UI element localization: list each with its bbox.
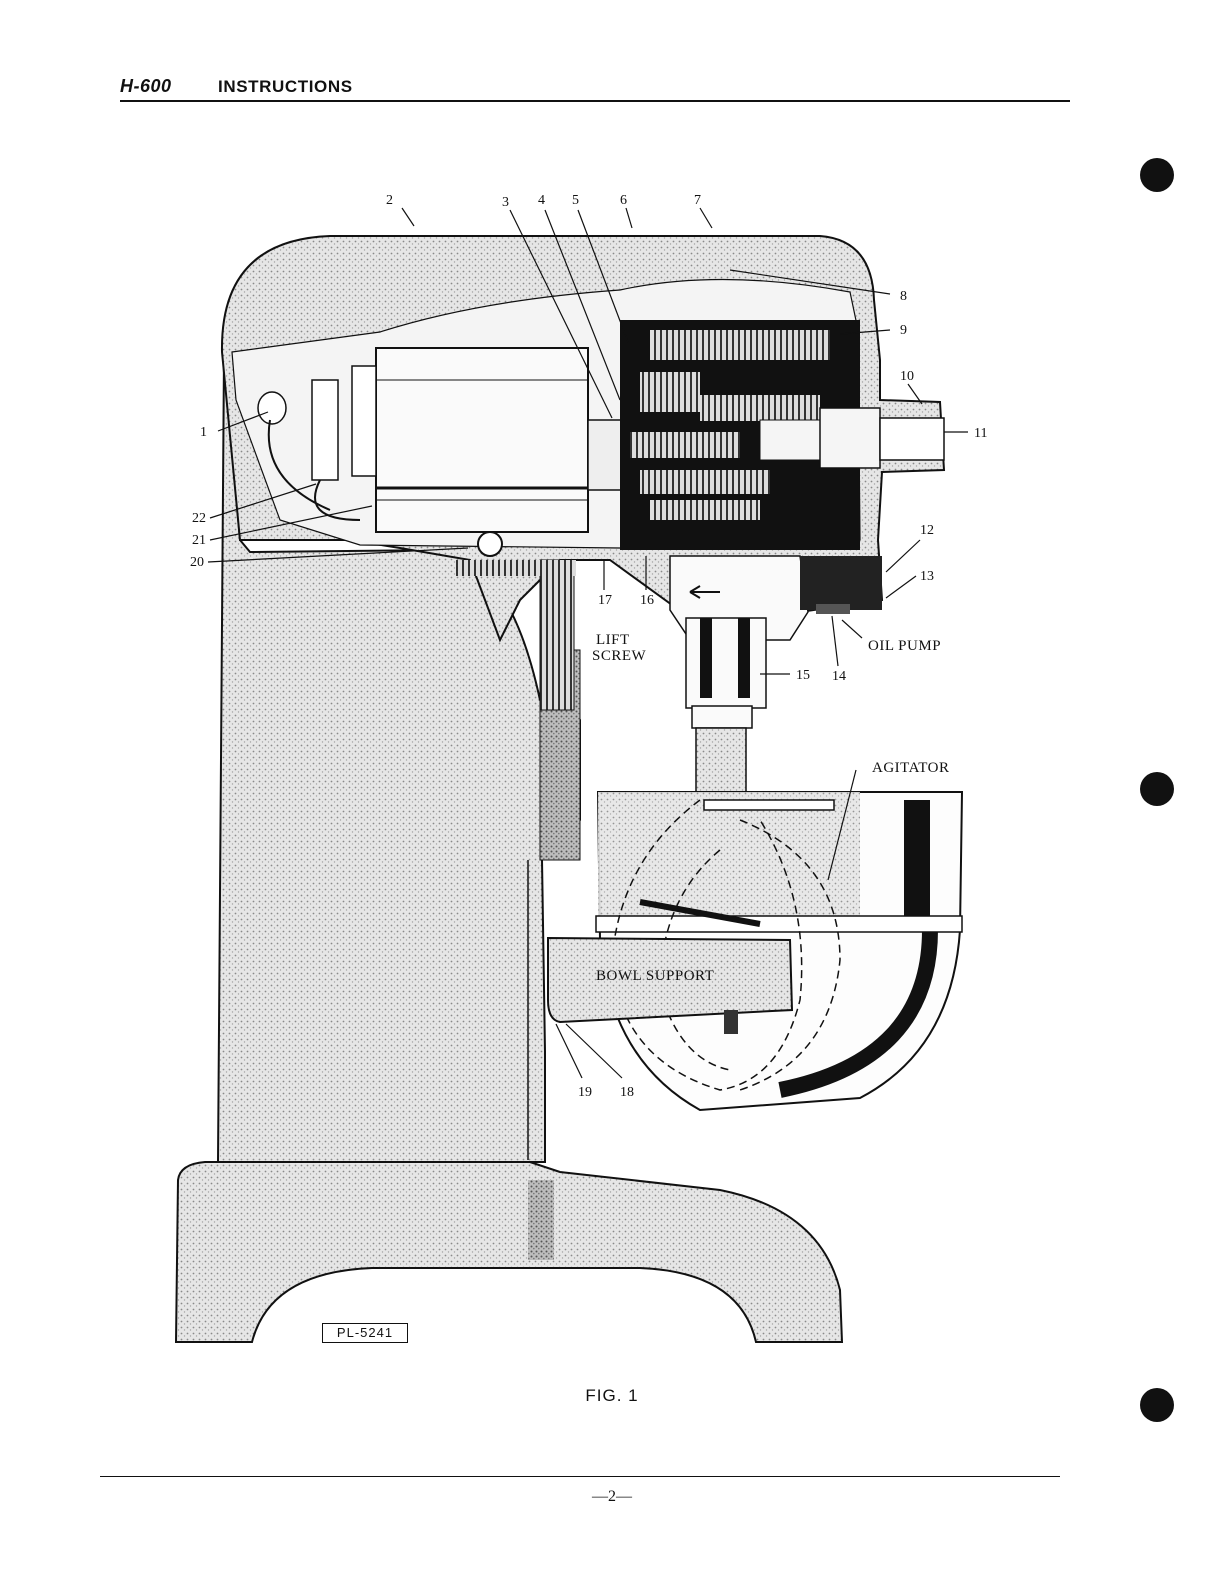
label-oil-pump: OIL PUMP <box>868 638 941 654</box>
gear-transmission <box>620 320 944 550</box>
callout-9: 9 <box>900 323 907 338</box>
callout-4: 4 <box>538 193 545 208</box>
label-lift-screw-2: SCREW <box>592 648 647 664</box>
beater-crossbar <box>704 800 834 810</box>
callout-19: 19 <box>578 1085 592 1100</box>
callout-20: 20 <box>190 555 204 570</box>
plate-id: PL-5241 <box>322 1323 408 1343</box>
page-number: —2— <box>0 1488 1224 1506</box>
callout-10: 10 <box>900 369 914 384</box>
callout-3: 3 <box>502 195 509 210</box>
callout-7: 7 <box>694 193 701 208</box>
callout-11: 11 <box>974 426 987 441</box>
callout-6: 6 <box>620 193 627 208</box>
callout-18: 18 <box>620 1085 634 1100</box>
callout-13: 13 <box>920 569 934 584</box>
motor <box>352 348 628 532</box>
figure-caption: FIG. 1 <box>0 1386 1224 1406</box>
callout-22: 22 <box>192 511 206 526</box>
callout-14: 14 <box>832 669 846 684</box>
footer-rule <box>100 1476 1060 1477</box>
label-lift-screw-1: LIFT <box>596 632 630 648</box>
callout-8: 8 <box>900 289 907 304</box>
agitator-shaft <box>686 618 766 792</box>
label-agitator: AGITATOR <box>872 760 950 776</box>
mixer-base <box>176 1162 842 1342</box>
callout-5: 5 <box>572 193 579 208</box>
callout-15: 15 <box>796 668 810 683</box>
callout-1: 1 <box>200 425 207 440</box>
callout-17: 17 <box>598 593 612 608</box>
label-bowl-support: BOWL SUPPORT <box>596 968 714 984</box>
callout-21: 21 <box>192 533 206 548</box>
callout-12: 12 <box>920 523 934 538</box>
callout-16: 16 <box>640 593 654 608</box>
callout-2: 2 <box>386 193 393 208</box>
